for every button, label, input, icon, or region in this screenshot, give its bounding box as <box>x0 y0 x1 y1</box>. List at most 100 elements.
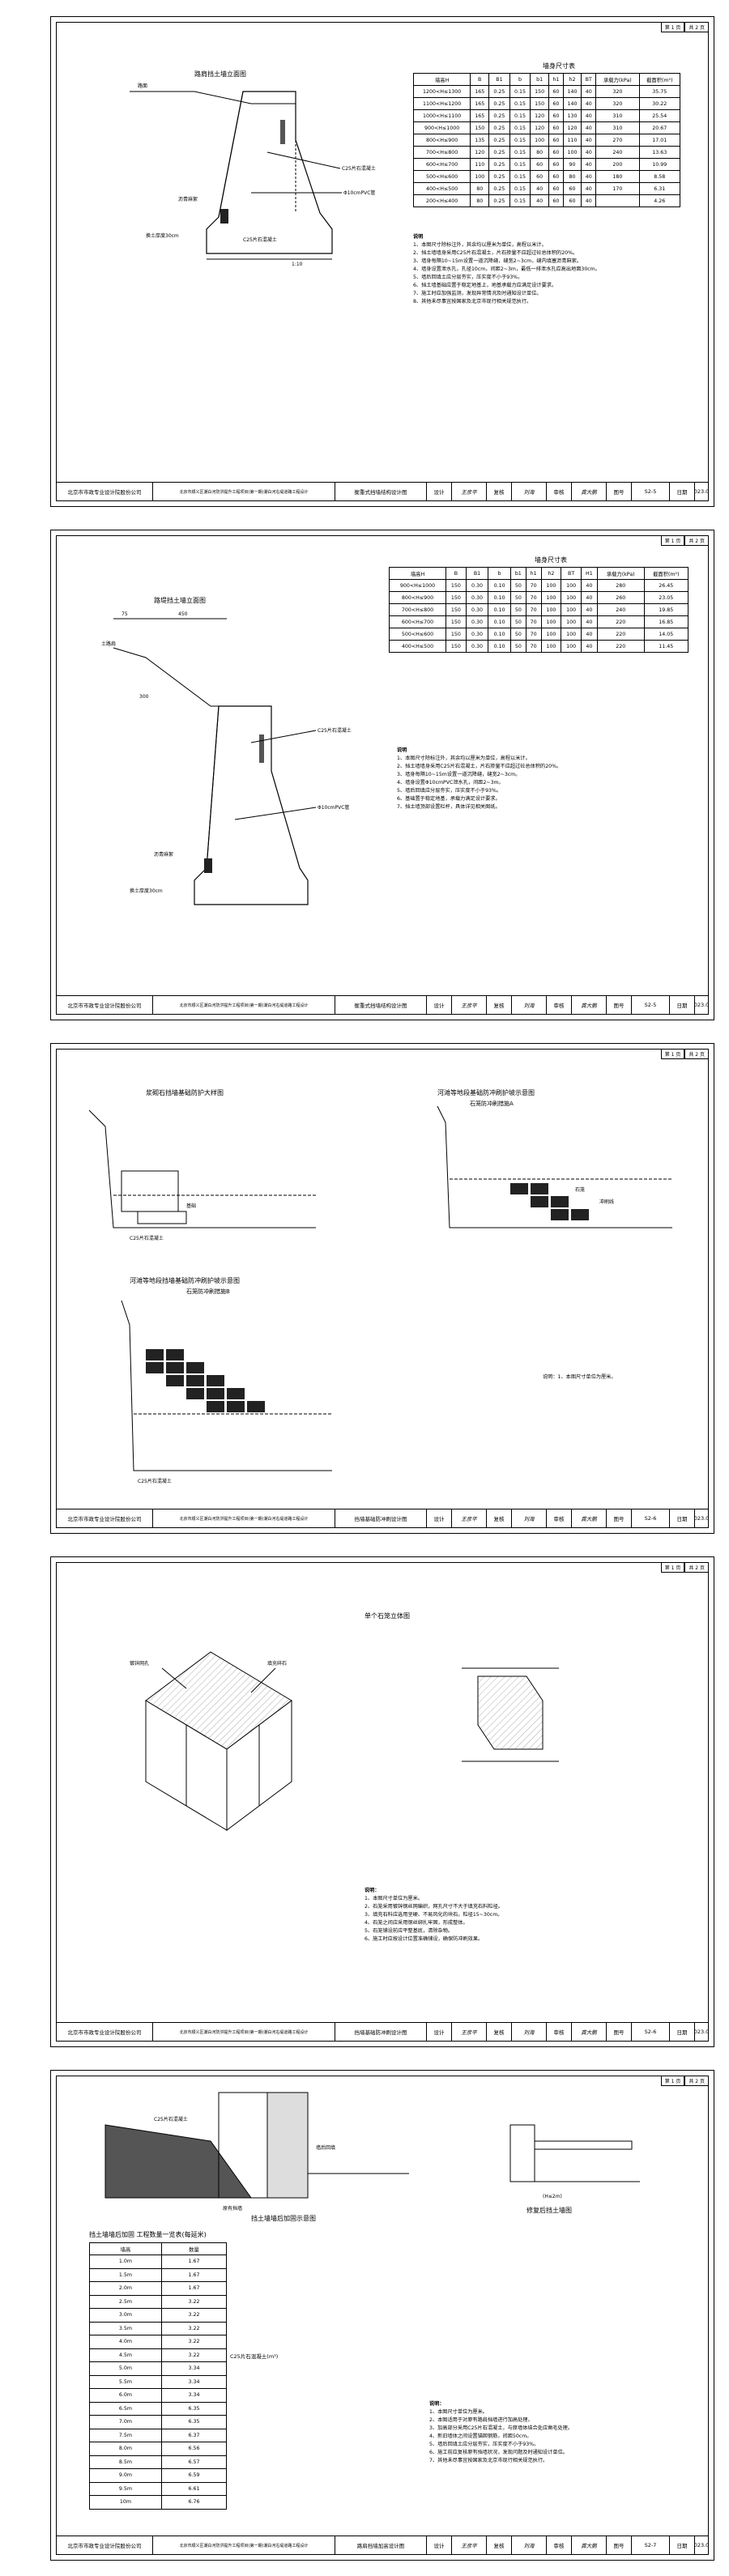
col-header: 墙高H <box>412 73 471 86</box>
table-cell: 8.5m <box>89 2455 162 2469</box>
drawing-no-label: 图号 <box>607 2536 632 2554</box>
col-header: H1 <box>580 567 598 580</box>
table-cell: 100 <box>561 628 582 641</box>
table-cell: 0.25 <box>488 194 510 207</box>
table-cell: 800<H≤900 <box>388 591 447 604</box>
table-cell: 20.67 <box>638 121 681 134</box>
signature-review: 龚大鹏 <box>572 1509 607 1527</box>
table-header-row: 墙高 数量 <box>89 2242 228 2255</box>
table-cell: 700<H≤800 <box>388 603 447 616</box>
role-check: 复核 <box>487 483 512 500</box>
notes-heading: 说明 <box>397 747 407 753</box>
date-value: 2023.09 <box>695 1002 708 1008</box>
table-cell: 220 <box>596 640 645 653</box>
note-item: 5、墙后回填应分层夯实，压实度不小于93%。 <box>397 788 502 794</box>
detail-subtitle-b: 石笼防冲刷措施B <box>186 1288 230 1295</box>
table-cell: 100 <box>530 134 550 147</box>
foundation-detail-a: 基础 C25片石混凝土 <box>88 1109 316 1241</box>
label-existing-wall: 原有挡墙 <box>223 2205 242 2212</box>
note-item: 6、施工前应复核原有挡墙状况，发现问题及时通知设计单位。 <box>429 2450 568 2455</box>
table-cell: 10m <box>89 2495 162 2510</box>
table-cell: 170 <box>595 182 640 195</box>
role-check: 复核 <box>487 2023 512 2041</box>
notes-list: 1、本图尺寸除标注外，其余均以厘米为单位，高程以米计。2、挡土墙墙身采用C25片… <box>413 241 697 306</box>
date-label: 日期 <box>670 1509 695 1527</box>
role-review: 审核 <box>547 483 572 500</box>
page-total: 共 2 页 <box>684 1049 709 1059</box>
table-cell: 16.85 <box>643 615 689 628</box>
date-value: 2023.09 <box>695 1515 708 1522</box>
drawing-sheet-2: 第 1 页 共 2 页 路堤挡土墙立面图 75 450 土路肩 300 C25片… <box>50 530 714 1020</box>
table-cell: 60 <box>548 158 564 171</box>
table-cell: 4.26 <box>638 194 681 207</box>
signature-check: 刘海 <box>512 2023 547 2041</box>
table-cell: 0.10 <box>488 615 511 628</box>
role-review: 审核 <box>547 996 572 1014</box>
table-cell: 100 <box>561 591 582 604</box>
table-cell: 35.75 <box>638 85 681 98</box>
section-title: 路堤挡土墙立面图 <box>154 597 206 604</box>
table-cell: 0.30 <box>465 579 489 592</box>
page-number: 第 1 页 共 2 页 <box>660 2076 709 2086</box>
table-cell: 0.15 <box>509 109 531 122</box>
drawing-no-label: 图号 <box>607 483 632 500</box>
table-cell: 9.0m <box>89 2468 162 2483</box>
gabion-protection-b: C25片石混凝土 <box>121 1300 332 1484</box>
signature-design: 王彦平 <box>452 2023 487 2041</box>
drawing-name: 衡重式挡墙结构设计图 <box>335 483 427 500</box>
note-item: 2、挡土墙墙身采用C25片石混凝土，片石掺量不应超过砼总体积的20%。 <box>397 764 562 769</box>
table-cell: 6.56 <box>160 2442 228 2456</box>
table-cell: 600<H≤700 <box>388 615 447 628</box>
note-item: 5、石笼铺设前应平整基底，清除杂物。 <box>364 1928 454 1934</box>
table-cell: 150 <box>446 640 467 653</box>
page-index: 第 1 页 <box>660 1049 685 1059</box>
table-cell: 150 <box>446 628 467 641</box>
table-cell: 50 <box>509 640 526 653</box>
col-header: 承载力(kPa) <box>595 73 640 86</box>
table-cell: 100 <box>540 603 562 616</box>
drawing-number: S2-5 <box>632 483 670 500</box>
table-header-row: 墙高H B B1 b b1 h1 h2 BT H1 承载力(kPa) 截面积(m… <box>388 567 689 580</box>
label-c25-concrete: C25片石混凝土 <box>318 727 352 734</box>
table-cell: 0.30 <box>465 603 489 616</box>
label-foundation: 基础 <box>186 1203 196 1209</box>
table-cell: 0.25 <box>488 170 510 183</box>
table-cell: 40 <box>581 121 597 134</box>
role-review: 审核 <box>547 2536 572 2554</box>
detail-title-c: 河滩等地段挡墙基础防冲刷护坡示意图 <box>130 1277 240 1284</box>
table-cell: 140 <box>562 85 582 98</box>
drawing-name: 挡墙基础防冲刷设计图 <box>335 2023 427 2041</box>
table-cell: 11.45 <box>643 640 689 653</box>
label-stone-fill: 填充碎石 <box>267 1660 287 1667</box>
col-header: 截面积(m²) <box>643 567 689 580</box>
table-cell: 600<H≤700 <box>412 158 471 171</box>
table-cell: 0.25 <box>488 182 510 195</box>
table-cell: 70 <box>525 591 542 604</box>
table-cell: 40 <box>581 158 597 171</box>
label-fill-thickness: 换土厚度30cm <box>146 232 179 239</box>
table-cell: 150 <box>446 579 467 592</box>
notes-list: 1、本图尺寸单位为厘米。2、本图适用于对原有路肩挡墙进行加高处理。3、加高部分采… <box>429 2408 697 2465</box>
notes-block: 说明： 1、本图尺寸单位为厘米。2、本图适用于对原有路肩挡墙进行加高处理。3、加… <box>429 2400 697 2465</box>
table-cell: 0.10 <box>488 591 511 604</box>
table-cell: 110 <box>470 158 490 171</box>
note-item: 4、墙身设置泄水孔，孔径10cm，间距2~3m，最低一排泄水孔应高出地面30cm… <box>413 266 600 272</box>
retaining-wall-section-drawing: C25片石混凝土 Φ10cmPVC管 路面 沥青麻絮 换土厚度30cm C25片… <box>130 83 376 267</box>
note-item: 7、施工时应加强监测，发现异常情况及时通知设计单位。 <box>413 291 542 296</box>
col-header: B <box>446 567 467 580</box>
table-cell: 2.0m <box>89 2281 162 2296</box>
table-cell: 60 <box>548 134 564 147</box>
page-index: 第 1 页 <box>660 2076 685 2086</box>
